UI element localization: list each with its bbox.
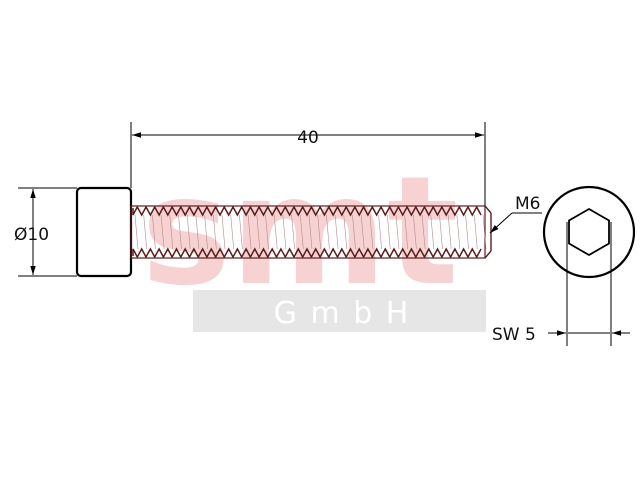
length-dimension: 40 [130, 122, 486, 206]
diameter-dimension: Ø10 [14, 187, 77, 277]
thread-label: M6 [515, 194, 540, 214]
diameter-label: Ø10 [14, 225, 49, 245]
thread-callout: M6 [489, 194, 542, 234]
end-view [542, 185, 636, 279]
watermark: smt G m b H [141, 145, 486, 332]
length-label: 40 [297, 128, 319, 148]
screw-head [75, 186, 133, 278]
thread-pattern [132, 205, 487, 259]
screw-shaft [130, 205, 492, 259]
wrench-size-label: SW 5 [492, 325, 536, 345]
watermark-band [193, 290, 486, 332]
hex-socket [568, 207, 610, 257]
head-end-circle [542, 185, 636, 279]
watermark-company: G m b H [274, 296, 411, 331]
wrench-size-dimension: SW 5 [492, 222, 630, 346]
